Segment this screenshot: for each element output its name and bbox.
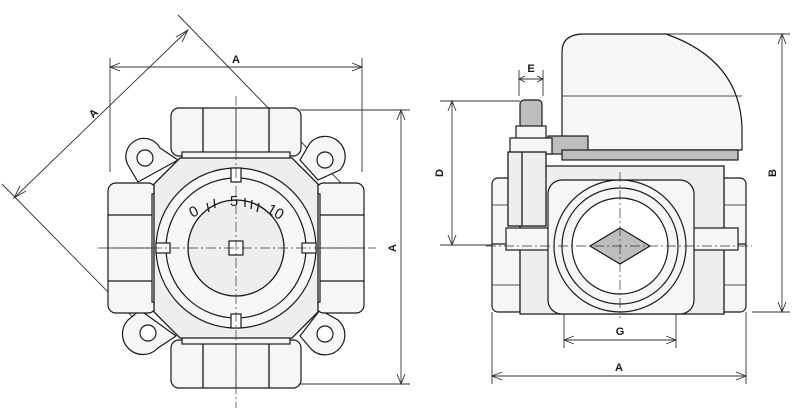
b-dimension-label: B: [767, 169, 779, 177]
front-view: A A A: [1, 14, 410, 408]
top-width-dimension: A: [108, 54, 364, 172]
side-a-dimension-label: A: [615, 362, 623, 374]
e-dimension-label: E: [527, 63, 534, 75]
side-front-port: [547, 179, 695, 315]
dial-scale-mid: 5: [230, 193, 238, 210]
actuator: [547, 33, 743, 161]
side-view: E D B G: [434, 32, 790, 384]
g-dimension-label: G: [616, 326, 625, 338]
top-width-dimension-label: A: [232, 54, 240, 66]
d-dimension-label: D: [434, 169, 446, 177]
side-a-dimension: A: [490, 312, 748, 384]
right-height-dimension: A: [300, 108, 410, 386]
dial-scale-max: 10: [264, 201, 287, 224]
d-dimension: D: [434, 99, 520, 247]
e-dimension: E: [517, 63, 545, 96]
diagonal-dimension-label: A: [87, 107, 101, 121]
right-height-dimension-label: A: [387, 244, 399, 252]
b-dimension: B: [666, 32, 790, 314]
mounting-ears: [121, 135, 346, 356]
spindle: [507, 99, 553, 227]
